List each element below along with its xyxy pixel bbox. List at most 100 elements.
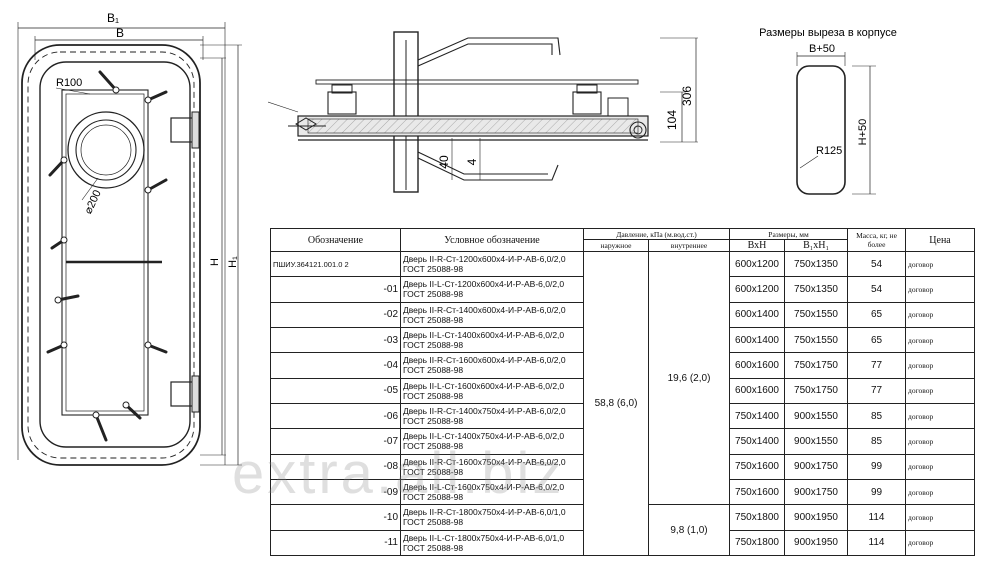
spec-table: Обозначение Условное обозначение Давлени… [270, 228, 976, 557]
row-bh: 750х1400 [729, 402, 786, 430]
door-section-view: 104 306 40 4 [268, 31, 698, 193]
label-b: B [116, 26, 124, 40]
row-b1h1: 750х1550 [784, 326, 849, 354]
table-row: -03 Дверь II-L-Ст-1400х600х4-И-Р-АВ-6,0/… [270, 326, 976, 354]
row-desc: Дверь II-R-Ст-1400х600х4-И-Р-АВ-6,0/2,0 … [400, 301, 584, 328]
row-code: -10 [270, 504, 401, 531]
label-4: 4 [465, 158, 479, 165]
inner-pressure-1: 19,6 (2,0) [647, 250, 731, 506]
row-code: -03 [270, 326, 401, 354]
header-dimensions: Размеры, мм [729, 228, 849, 240]
row-code: -11 [270, 529, 401, 557]
label-104: 104 [665, 110, 679, 130]
table-row: -06 Дверь II-R-Ст-1400х750х4-И-Р-АВ-6,0/… [270, 402, 976, 430]
row-bh: 750х1800 [729, 504, 786, 531]
row-desc: Дверь II-L-Ст-1400х750х4-И-Р-АВ-6,0/2,0 … [400, 428, 584, 455]
row-b1h1: 750х1750 [784, 352, 849, 379]
row-bh: 600х1400 [729, 301, 786, 328]
row-b1h1: 900х1950 [784, 504, 849, 531]
row-bh: 750х1600 [729, 478, 786, 506]
row-code: -01 [270, 276, 401, 303]
row-bh: 750х1800 [729, 529, 786, 557]
row-mass: 85 [847, 402, 907, 430]
row-price: договор [905, 402, 976, 430]
row-desc: Дверь II-R-Ст-1200х600х4-И-Р-АВ-6,0/2,0 … [400, 250, 584, 278]
header-conditional: Условное обозначение [400, 228, 584, 252]
row-mass: 77 [847, 377, 907, 404]
row-code: -06 [270, 402, 401, 430]
label-r100: R100 [56, 77, 82, 89]
row-b1h1: 900х1750 [784, 478, 849, 506]
inner-pressure-2: 9,8 (1,0) [647, 504, 731, 556]
row-desc: Дверь II-R-Ст-1400х750х4-И-Р-АВ-6,0/2,0 … [400, 402, 584, 430]
door-front-view: B₁ B R100 ⌀200 H H₁ [17, 11, 242, 466]
row-code: -05 [270, 377, 401, 404]
row-bh: 750х1600 [729, 453, 786, 480]
table-row: -08 Дверь II-R-Ст-1600х750х4-И-Р-АВ-6,0/… [270, 453, 976, 480]
row-price: договор [905, 453, 976, 480]
cutout-title: Размеры выреза в корпусе [759, 27, 897, 39]
header-price: Цена [905, 228, 976, 252]
row-b1h1: 750х1750 [784, 377, 849, 404]
row-mass: 77 [847, 352, 907, 379]
row-code: -02 [270, 301, 401, 328]
label-b1: B₁ [107, 11, 119, 25]
table-row: -02 Дверь II-R-Ст-1400х600х4-И-Р-АВ-6,0/… [270, 301, 976, 328]
label-h: H [209, 258, 221, 266]
row-price: договор [905, 250, 976, 278]
row-b1h1: 900х1550 [784, 428, 849, 455]
row-price: договор [905, 529, 976, 557]
row-price: договор [905, 428, 976, 455]
row-desc: Дверь II-R-Ст-1600х750х4-И-Р-АВ-6,0/2,0 … [400, 453, 584, 480]
label-40: 40 [437, 155, 451, 169]
row-price: договор [905, 352, 976, 379]
cut-h-label: H+50 [857, 119, 869, 146]
row-b1h1: 750х1550 [784, 301, 849, 328]
row-price: договор [905, 377, 976, 404]
row-code: -08 [270, 453, 401, 480]
row-code: ПШИУ.364121.001.0 2 [270, 250, 401, 278]
row-price: договор [905, 276, 976, 303]
row-price: договор [905, 326, 976, 354]
label-306: 306 [680, 86, 694, 106]
table-row: -01 Дверь II-L-Ст-1200х600х4-И-Р-АВ-6,0/… [270, 276, 976, 303]
row-bh: 750х1400 [729, 428, 786, 455]
header-outer: наружное [583, 239, 649, 252]
row-b1h1: 900х1950 [784, 529, 849, 557]
cut-b-label: B+50 [809, 43, 835, 55]
row-b1h1: 900х1750 [784, 453, 849, 480]
row-mass: 65 [847, 301, 907, 328]
row-desc: Дверь II-R-Ст-1800х750х4-И-Р-АВ-6,0/1,0 … [400, 504, 584, 531]
header-bh: ВхН [729, 239, 786, 252]
row-desc: Дверь II-L-Ст-1600х600х4-И-Р-АВ-6,0/2,0 … [400, 377, 584, 404]
table-row: ПШИУ.364121.001.0 2 Дверь II-R-Ст-1200х6… [270, 250, 976, 556]
row-price: договор [905, 478, 976, 506]
header-inner: внутреннее [647, 239, 731, 252]
row-b1h1: 900х1550 [784, 402, 849, 430]
label-h1: H₁ [227, 256, 239, 268]
row-price: договор [905, 301, 976, 328]
row-bh: 600х1400 [729, 326, 786, 354]
header-b1h1: В₁хН₁ [784, 239, 849, 252]
table-row: -07 Дверь II-L-Ст-1400х750х4-И-Р-АВ-6,0/… [270, 428, 976, 455]
row-code: -07 [270, 428, 401, 455]
header-designation: Обозначение [270, 228, 401, 252]
row-code: -04 [270, 352, 401, 379]
table-row: -10 Дверь II-R-Ст-1800х750х4-И-Р-АВ-6,0/… [270, 504, 976, 556]
cut-r-label: R125 [816, 145, 842, 157]
row-desc: Дверь II-L-Ст-1800х750х4-И-Р-АВ-6,0/1,0 … [400, 529, 584, 557]
row-bh: 600х1200 [729, 250, 786, 278]
row-mass: 54 [847, 276, 907, 303]
row-mass: 114 [847, 504, 907, 531]
table-row: -11 Дверь II-L-Ст-1800х750х4-И-Р-АВ-6,0/… [270, 529, 976, 557]
row-bh: 600х1600 [729, 352, 786, 379]
header-mass: Масса, кг, не более [847, 228, 907, 252]
row-desc: Дверь II-L-Ст-1200х600х4-И-Р-АВ-6,0/2,0 … [400, 276, 584, 303]
row-desc: Дверь II-L-Ст-1600х750х4-И-Р-АВ-6,0/2,0 … [400, 478, 584, 506]
table-row: -05 Дверь II-L-Ст-1600х600х4-И-Р-АВ-6,0/… [270, 377, 976, 404]
row-bh: 600х1200 [729, 276, 786, 303]
row-code: -09 [270, 478, 401, 506]
row-mass: 114 [847, 529, 907, 557]
row-bh: 600х1600 [729, 377, 786, 404]
row-desc: Дверь II-R-Ст-1600х600х4-И-Р-АВ-6,0/2,0 … [400, 352, 584, 379]
